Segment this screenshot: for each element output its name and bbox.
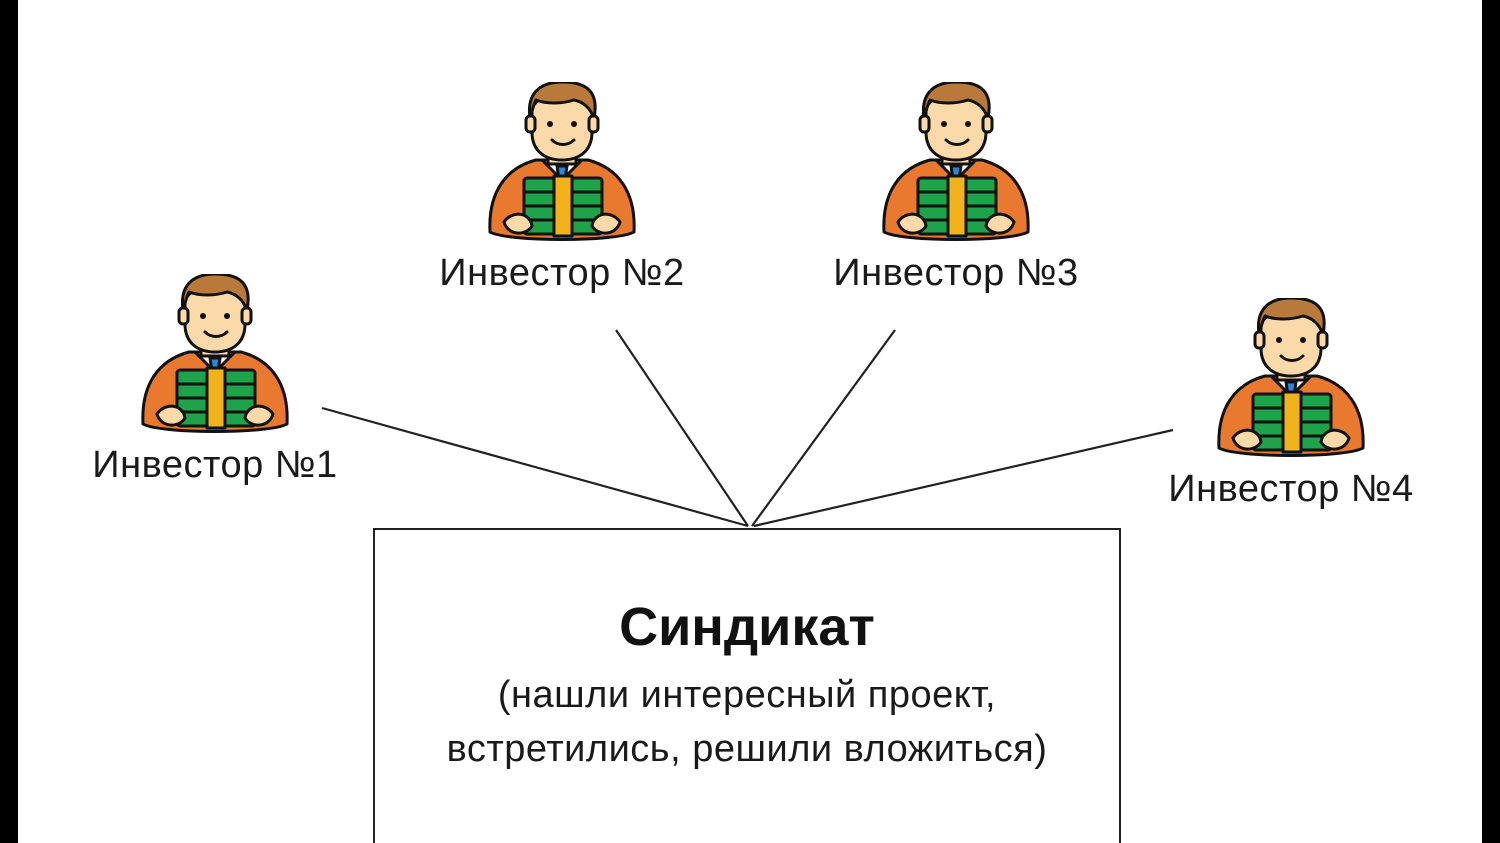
investor-1: Инвестор №1 — [45, 274, 385, 487]
connector-investor-2 — [615, 329, 749, 527]
investor-label: Инвестор №2 — [439, 252, 685, 294]
connector-investor-4 — [753, 428, 1174, 528]
investor-with-money-icon — [45, 274, 385, 436]
investor-with-money-icon — [786, 82, 1126, 244]
investor-3: Инвестор №3 — [786, 82, 1126, 295]
connector-investor-3 — [751, 329, 896, 527]
investor-2: Инвестор №2 — [392, 82, 732, 295]
investor-label: Инвестор №1 — [92, 444, 338, 486]
connector-lines — [321, 329, 1174, 528]
investor-label: Инвестор №4 — [1168, 468, 1414, 510]
diagram-canvas: Инвестор №1 Инвестор №2 — [18, 0, 1482, 843]
investor-4: Инвестор №4 — [1121, 298, 1461, 511]
investor-label: Инвестор №3 — [833, 252, 1079, 294]
syndicate-title: Синдикат — [619, 597, 875, 657]
investor-with-money-icon — [1121, 298, 1461, 460]
syndicate-description: (нашли интересный проект, встретились, р… — [446, 674, 1048, 770]
syndicate-box: Синдикат (нашли интересный проект, встре… — [373, 528, 1121, 843]
connector-investor-1 — [321, 406, 749, 528]
investor-with-money-icon — [392, 82, 732, 244]
